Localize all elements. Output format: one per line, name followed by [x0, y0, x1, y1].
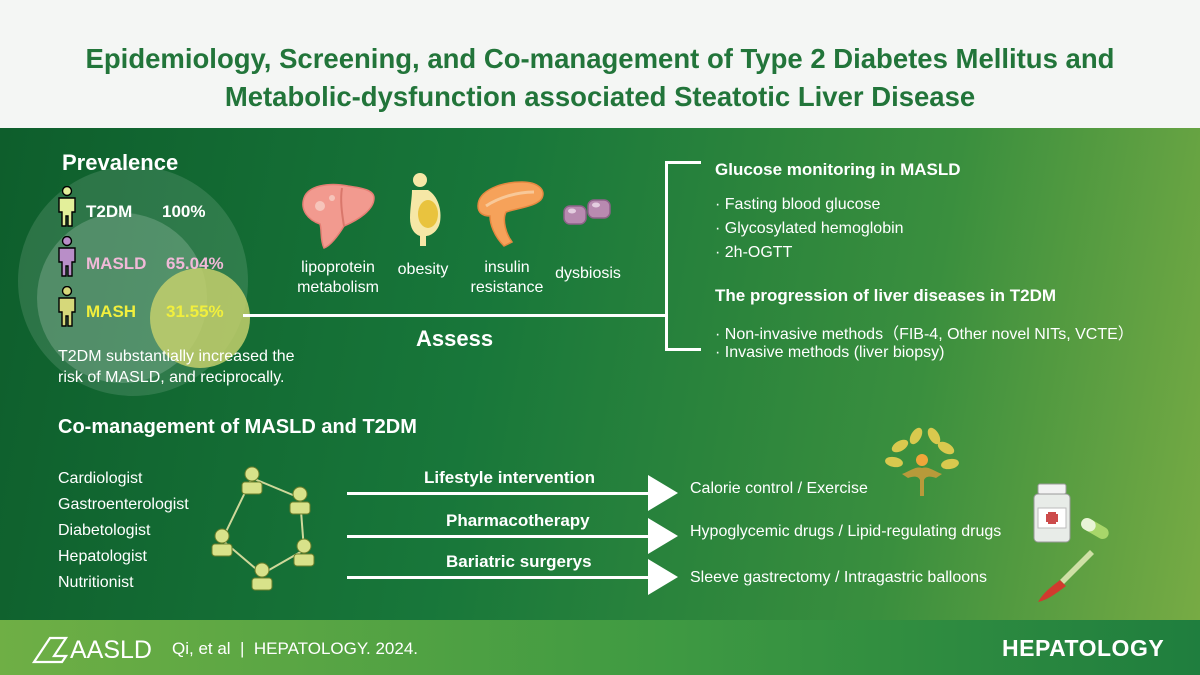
glucose-item-3: · 2h-OGTT	[715, 244, 793, 261]
pill-bottle-icon	[1033, 483, 1109, 543]
role-hepatologist: Hepatologist	[58, 548, 147, 565]
arrow-surgery-line	[347, 576, 652, 579]
aasld-logo-text: AASLD	[70, 636, 152, 664]
glucose-item-2: · Glycosylated hemoglobin	[715, 220, 904, 237]
lifestyle-result: Calorie control / Exercise	[690, 480, 868, 497]
mash-label: MASH	[86, 302, 137, 321]
person-icon-t2dm	[58, 186, 76, 227]
prevalence-heading: Prevalence	[62, 150, 179, 175]
tree-person-icon	[885, 427, 959, 496]
insulin-line-1: insulin	[484, 259, 530, 276]
team-network-icon	[211, 466, 315, 591]
obesity-icon	[410, 173, 441, 246]
assess-connector-line	[243, 314, 668, 317]
scalpel-icon	[1038, 550, 1094, 602]
masld-label: MASLD	[86, 254, 147, 273]
arrow-lifestyle-line	[347, 492, 652, 495]
arrow-lifestyle-head	[648, 475, 678, 511]
role-gastroenterologist: Gastroenterologist	[58, 496, 189, 513]
person-icon-mash	[58, 286, 76, 327]
lifestyle-label: Lifestyle intervention	[424, 468, 595, 487]
pharma-label: Pharmacotherapy	[446, 511, 590, 530]
glucose-heading: Glucose monitoring in MASLD	[715, 160, 961, 179]
surgery-label: Bariatric surgerys	[446, 552, 592, 571]
progression-item-1: · Non-invasive methods（FIB-4, Other nove…	[715, 326, 1134, 343]
bracket-top	[665, 161, 701, 164]
note-line-2: risk of MASLD, and reciprocally.	[58, 369, 285, 386]
title-line-1: Epidemiology, Screening, and Co-manageme…	[85, 43, 1115, 74]
role-nutritionist: Nutritionist	[58, 574, 134, 591]
page-title: Epidemiology, Screening, and Co-manageme…	[0, 40, 1200, 116]
footer: AASLD Qi, et al | HEPATOLOGY. 2024. HEPA…	[0, 620, 1200, 675]
person-icon-masld	[58, 236, 76, 277]
glucose-item-1: · Fasting blood glucose	[715, 196, 881, 213]
arrow-pharma-line	[347, 535, 652, 538]
insulin-line-2: resistance	[470, 279, 544, 296]
pharma-result: Hypoglycemic drugs / Lipid-regulating dr…	[690, 523, 1002, 540]
insulin-label: insulin resistance	[462, 258, 552, 298]
dysbiosis-label: dysbiosis	[555, 265, 621, 282]
lipoprotein-line-1: lipoprotein	[301, 259, 375, 276]
note-line-1: T2DM substantially increased the	[58, 348, 295, 365]
bracket-vertical	[665, 161, 668, 351]
progression-item-2: · Invasive methods (liver biopsy)	[715, 344, 945, 361]
pancreas-icon	[477, 181, 544, 247]
masld-value: 65.04%	[166, 254, 224, 273]
role-diabetologist: Diabetologist	[58, 522, 151, 539]
prevalence-note: T2DM substantially increased the risk of…	[58, 346, 295, 388]
arrow-pharma-head	[648, 518, 678, 554]
citation: Qi, et al | HEPATOLOGY. 2024.	[172, 639, 418, 658]
liver-icon	[302, 183, 375, 249]
header: Epidemiology, Screening, and Co-manageme…	[0, 0, 1200, 128]
obesity-label: obesity	[397, 261, 449, 278]
lipoprotein-label: lipoprotein metabolism	[288, 258, 388, 298]
mash-circle	[150, 268, 250, 368]
mash-value: 31.55%	[166, 302, 224, 321]
bacteria-icon	[563, 199, 611, 225]
assess-label: Assess	[416, 326, 494, 351]
aasld-logo-icon	[32, 636, 68, 664]
arrow-surgery-head	[648, 559, 678, 595]
journal-name: HEPATOLOGY	[1002, 635, 1165, 661]
main-panel: Prevalence T2DM 100% MASLD 65.04% MASH 3…	[0, 128, 1200, 620]
t2dm-label: T2DM	[86, 202, 133, 221]
comanagement-heading: Co-management of MASLD and T2DM	[58, 416, 417, 438]
lipoprotein-line-2: metabolism	[297, 279, 379, 296]
title-line-2: Metabolic-dysfunction associated Steatot…	[224, 81, 976, 112]
bracket-bottom	[665, 348, 701, 351]
role-cardiologist: Cardiologist	[58, 470, 143, 487]
surgery-result: Sleeve gastrectomy / Intragastric balloo…	[690, 569, 988, 586]
t2dm-value: 100%	[162, 202, 206, 221]
progression-heading: The progression of liver diseases in T2D…	[715, 286, 1057, 305]
